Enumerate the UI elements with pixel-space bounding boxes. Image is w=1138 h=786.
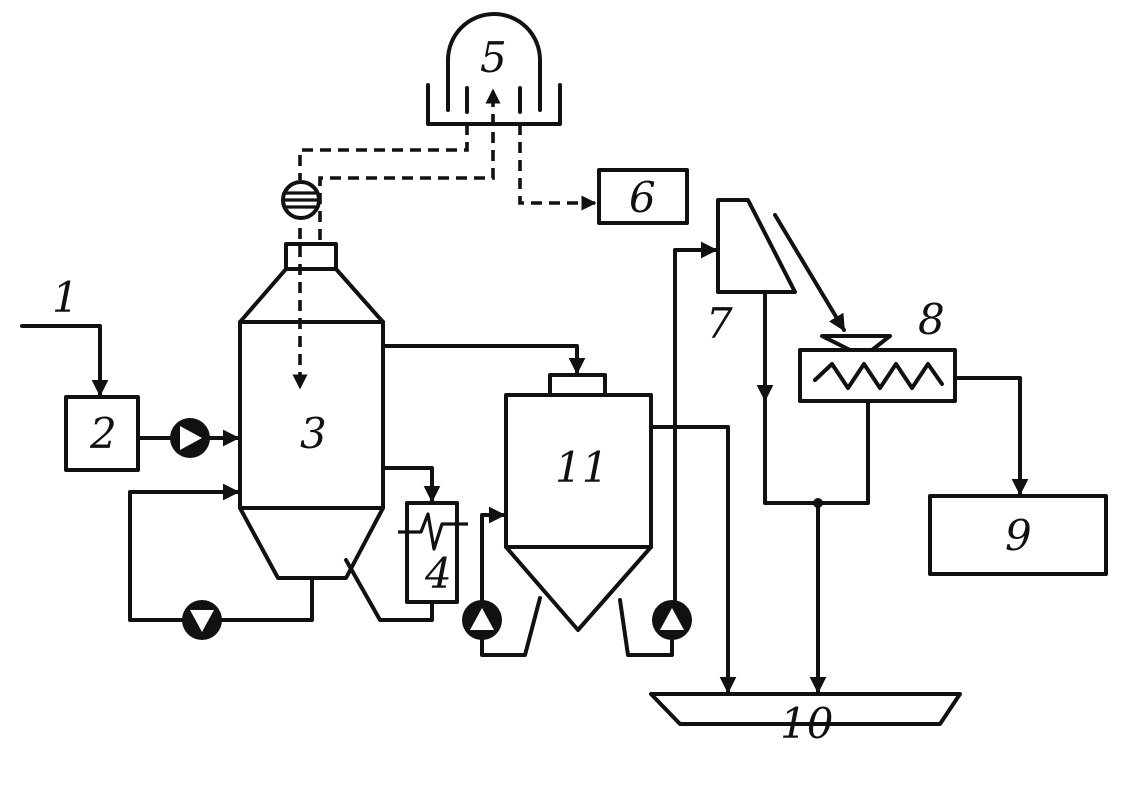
pump-11-right <box>652 600 692 640</box>
label-9: 9 <box>1005 511 1032 560</box>
pump-feed <box>170 418 210 458</box>
label-10: 10 <box>780 699 833 748</box>
unit-11-vessel <box>504 373 653 632</box>
vapor-lines <box>292 88 597 390</box>
label-3: 3 <box>300 409 327 458</box>
pump-circulation <box>182 600 222 640</box>
label-1: 1 <box>52 273 79 322</box>
unit-9-box <box>928 494 1108 576</box>
unit-6-box <box>597 168 689 225</box>
unit-2-box <box>64 395 140 472</box>
label-6: 6 <box>629 173 656 222</box>
separator-symbol <box>281 180 321 220</box>
pump-11-left <box>462 600 502 640</box>
label-2: 2 <box>89 409 117 458</box>
label-4: 4 <box>424 549 452 598</box>
unit-10-trough <box>649 692 962 726</box>
label-11: 11 <box>555 443 608 492</box>
label-7: 7 <box>706 299 733 348</box>
unit-8-screw-conveyor <box>798 334 957 403</box>
label-8: 8 <box>918 295 945 344</box>
pipelines <box>20 213 1029 694</box>
unit-7-separator <box>716 198 797 294</box>
label-5: 5 <box>480 33 507 82</box>
